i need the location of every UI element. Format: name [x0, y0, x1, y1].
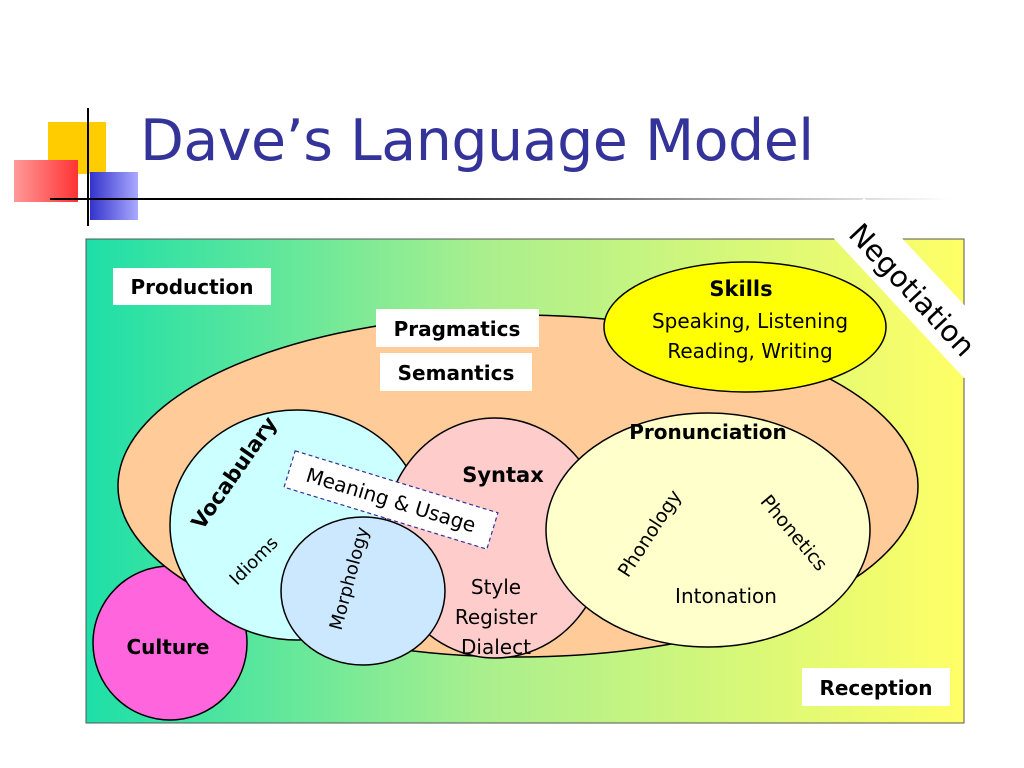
- slide-title: Dave’s Language Model: [140, 108, 814, 174]
- negotiation-box: [827, 197, 1001, 379]
- header-horizontal-rule: [50, 198, 950, 200]
- skills-oval: [603, 261, 887, 393]
- pragmatics-label: Pragmatics: [394, 317, 521, 341]
- production-box: [113, 268, 271, 305]
- production-label: Production: [130, 275, 253, 299]
- style-label: Style: [471, 575, 521, 599]
- header-blue-block: [90, 172, 138, 220]
- culture-label: Culture: [127, 635, 210, 659]
- header-red-block: [14, 160, 78, 202]
- header-vertical-rule: [87, 108, 89, 226]
- semantics-label: Semantics: [398, 361, 515, 385]
- pragmatics-box: [376, 309, 539, 347]
- skills-line-1: Speaking, Listening: [652, 309, 848, 333]
- register-label: Register: [455, 605, 538, 629]
- intonation-label: Intonation: [675, 584, 777, 608]
- semantics-box: [380, 353, 532, 391]
- pronunciation-label: Pronunciation: [629, 420, 787, 444]
- syntax-label: Syntax: [462, 463, 544, 487]
- skills-title: Skills: [709, 277, 772, 301]
- skills-line-2: Reading, Writing: [667, 339, 832, 363]
- pronunciation-circle: [545, 412, 871, 648]
- morphology-oval: [280, 516, 446, 666]
- dialect-label: Dialect: [461, 635, 531, 659]
- reception-label: Reception: [819, 676, 932, 700]
- reception-box: [802, 668, 950, 706]
